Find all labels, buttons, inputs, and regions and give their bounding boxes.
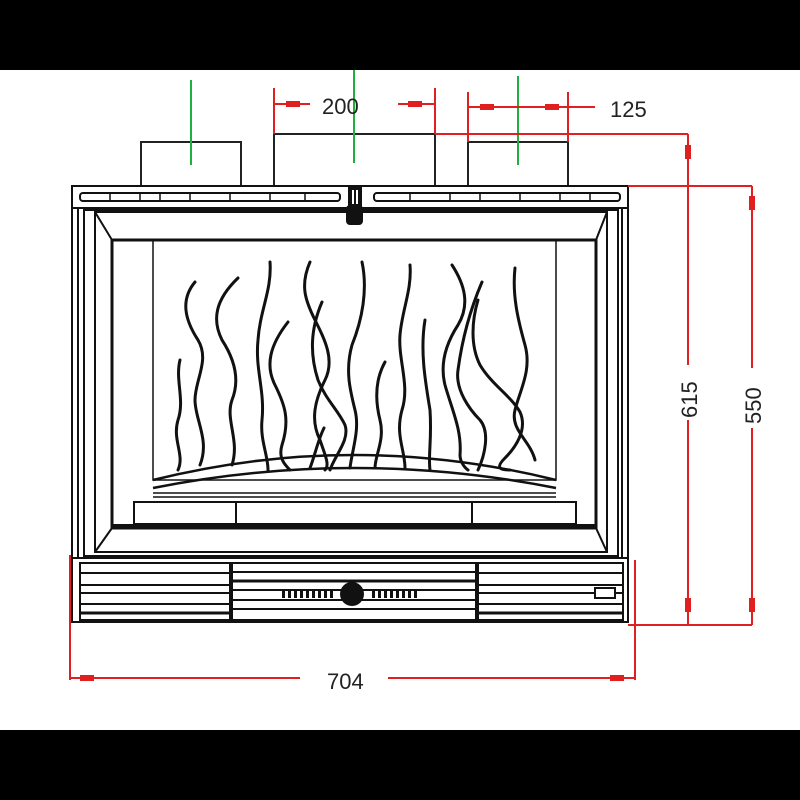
- dimension-label-615: 615: [677, 381, 702, 418]
- dimension-label-125: 125: [610, 97, 647, 122]
- flame-decoration: [174, 260, 537, 472]
- drawing-canvas: 200 125 615 550 704: [0, 70, 800, 730]
- air-control-knob: [340, 582, 364, 606]
- dimension-label-200: 200: [322, 94, 359, 119]
- center-latch: [346, 187, 363, 225]
- dimension-label-704: 704: [327, 669, 364, 694]
- fireplace-drawing: 200 125 615 550 704: [69, 70, 766, 694]
- air-control-slider: [282, 582, 417, 606]
- log-grate: [152, 453, 557, 498]
- dimension-lines: [69, 88, 755, 681]
- bottom-louvre-right: [477, 562, 624, 621]
- bottom-louvre-left: [79, 562, 231, 621]
- hearth-base: [112, 501, 596, 528]
- center-lines: [190, 70, 519, 165]
- dimension-label-550: 550: [741, 387, 766, 424]
